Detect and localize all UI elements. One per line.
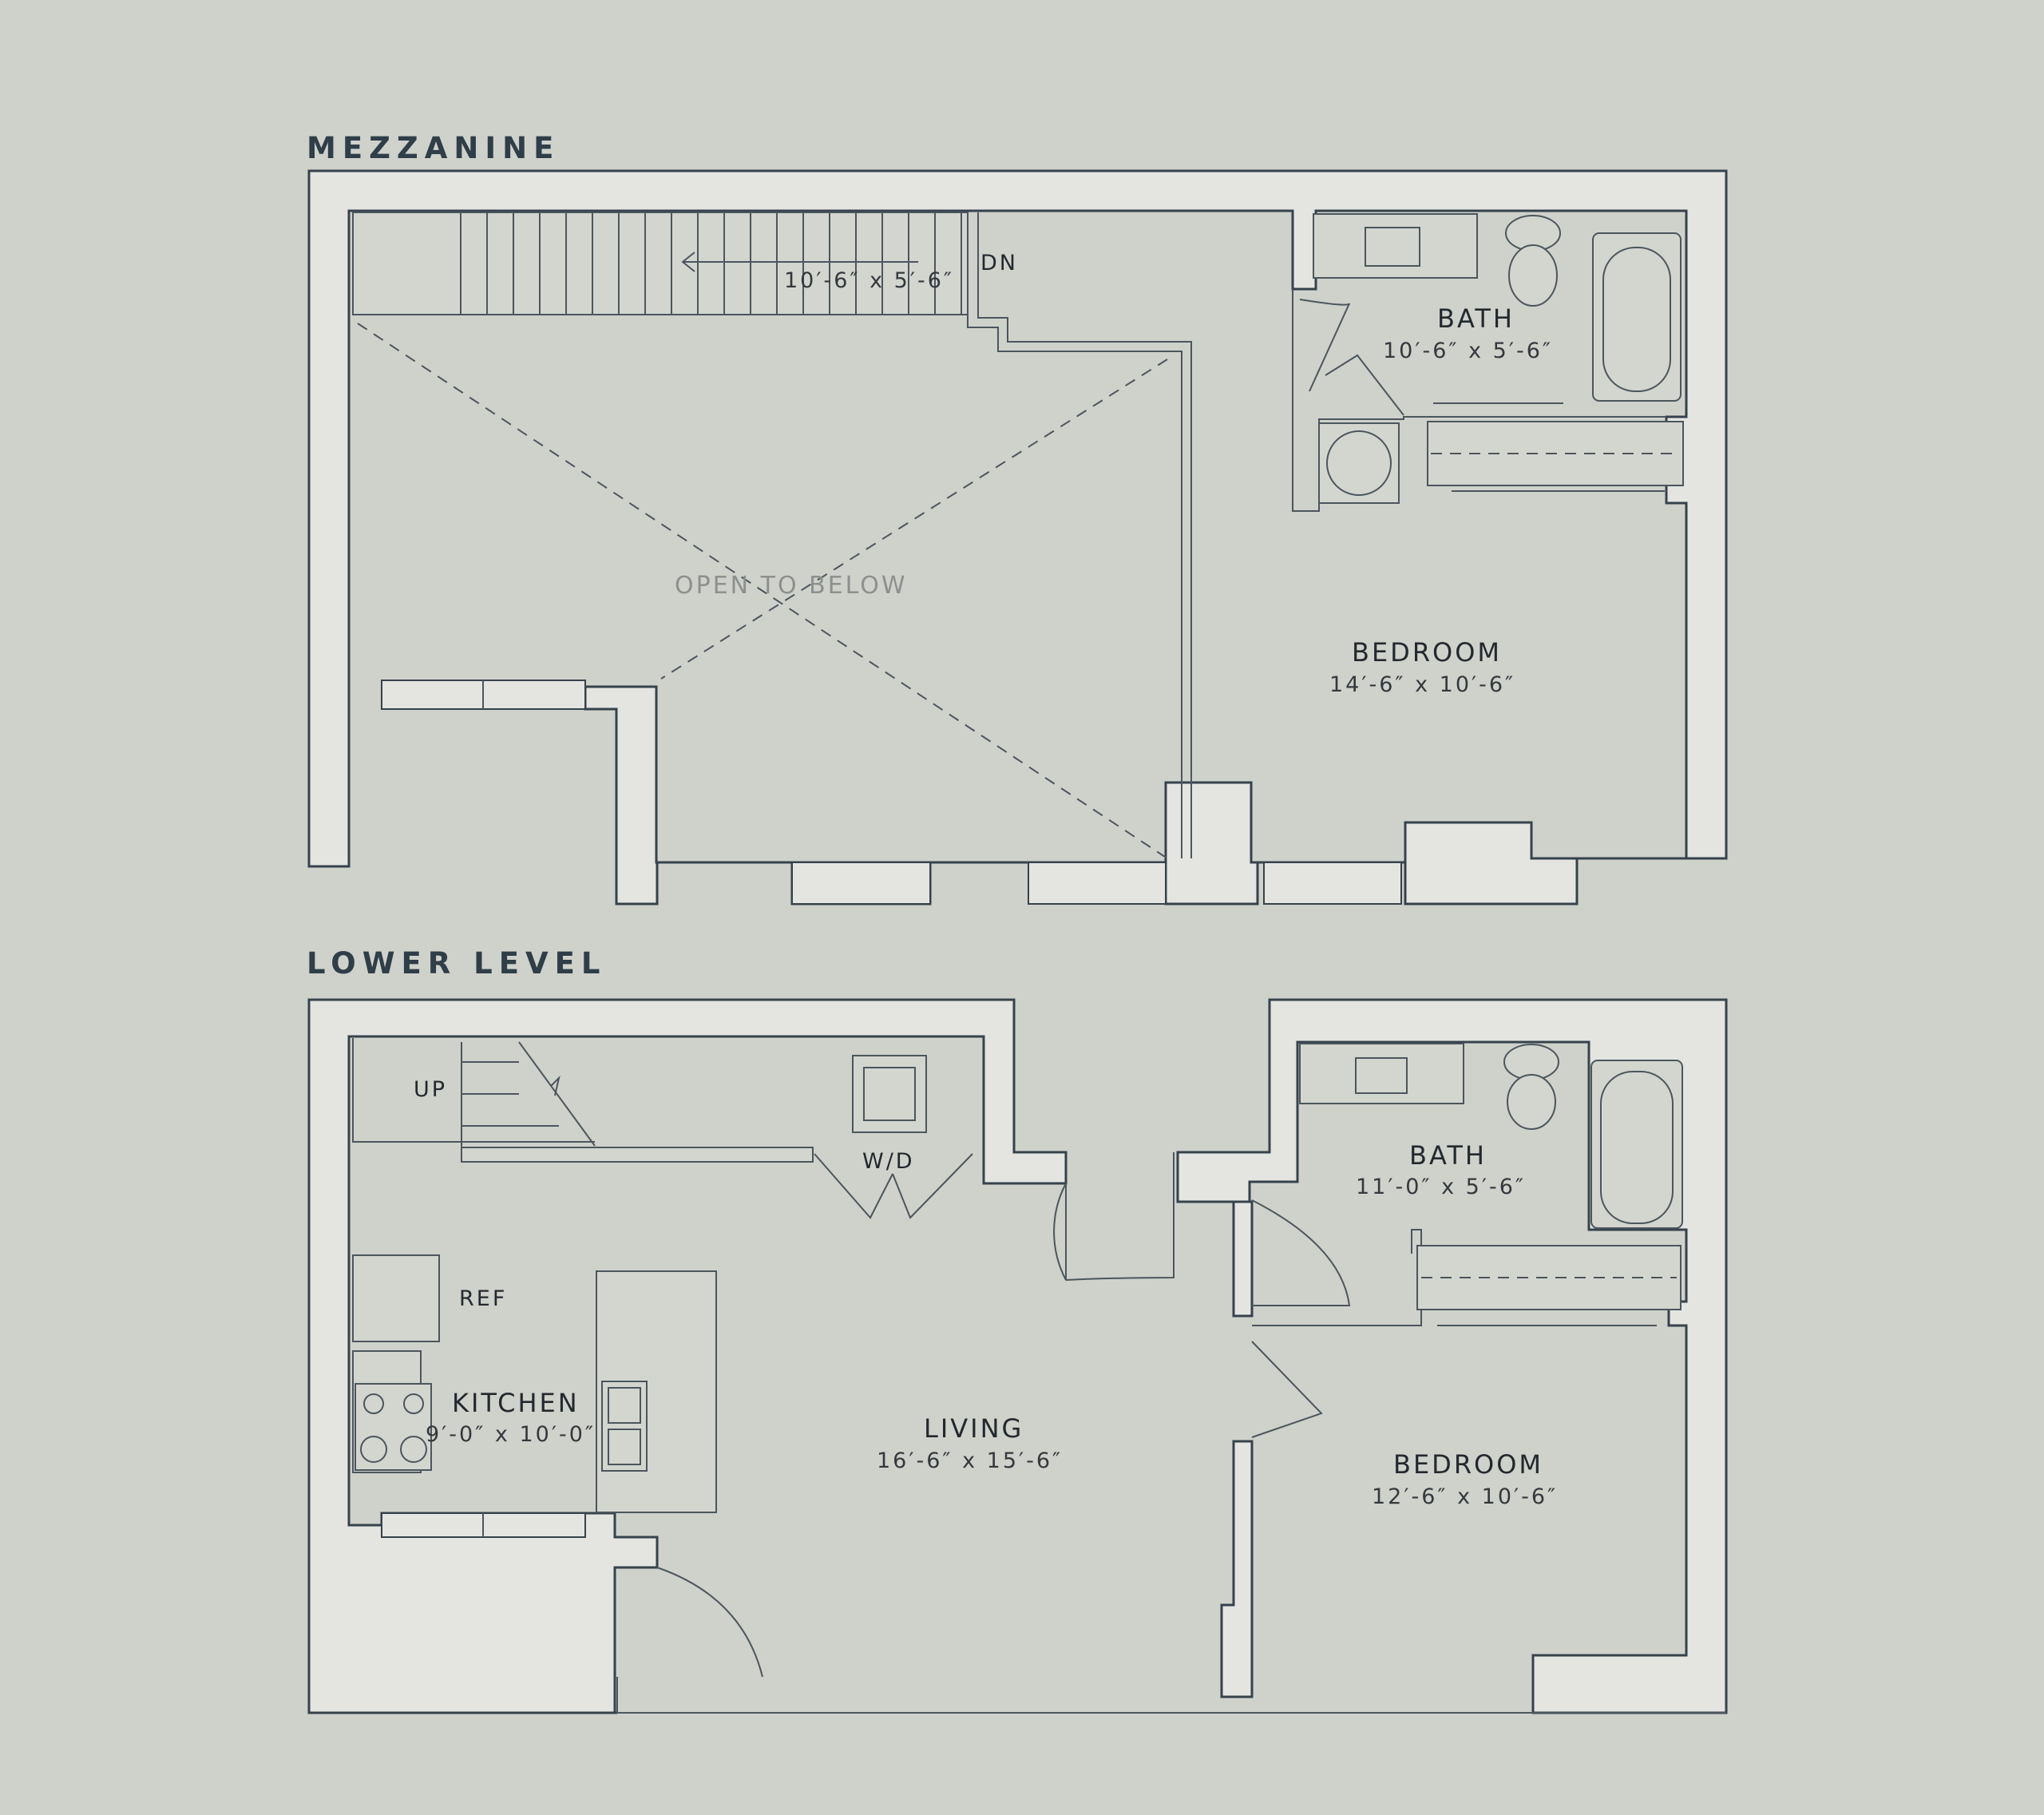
open-to-below-diagonal-2 [660, 359, 1168, 680]
mezzanine-bath-dim: 10′-6″ x 5′-6″ [1383, 339, 1553, 363]
mezzanine-outer-wall [307, 169, 1728, 906]
lower-level-title: LOWER LEVEL [307, 946, 607, 981]
kitchen-dim: 9′-0″ x 10′-0″ [426, 1422, 596, 1447]
toilet-icon [1507, 1074, 1556, 1130]
mezzanine-stair-label: DN [980, 251, 1018, 275]
open-to-below-diagonal-1 [357, 323, 1168, 859]
lower-bedroom-name: BEDROOM [1393, 1449, 1543, 1480]
kitchen-sink-icon [601, 1381, 648, 1472]
kitchen-name: KITCHEN [452, 1388, 580, 1418]
mezzanine-plan: MEZZANINE [307, 131, 1728, 906]
open-to-below-label: OPEN TO BELOW [675, 572, 908, 600]
mezzanine-title: MEZZANINE [307, 131, 560, 165]
wd-door-right [892, 1153, 973, 1219]
stove-icon [355, 1383, 432, 1471]
living-dim: 16′-6″ x 15′-6″ [877, 1448, 1063, 1473]
mezzanine-stair-dim: 10′-6″ x 5′-6″ [784, 268, 954, 293]
sink-icon [1355, 1057, 1408, 1094]
lower-bath-name: BATH [1409, 1140, 1487, 1171]
mezzanine-bath-fixtures [1299, 213, 1684, 504]
bedroom-door-swing [1251, 1341, 1323, 1438]
entry-door-swing [656, 1567, 763, 1678]
living-name: LIVING [924, 1413, 1024, 1444]
mezzanine-bath-name: BATH [1437, 303, 1515, 334]
mezzanine-window-1 [791, 862, 931, 905]
toilet-icon [1508, 244, 1558, 307]
mezzanine-window-2 [1028, 862, 1167, 905]
lower-level-plan: LOWER LEVEL UP W/D [307, 946, 1728, 1714]
lower-bath-fixtures [1299, 1043, 1683, 1326]
mezzanine-stairs [352, 212, 1192, 858]
mezzanine-bath-wall [1292, 289, 1666, 512]
lower-bedroom-dim: 12′-6″ x 10′-6″ [1372, 1484, 1558, 1509]
wd-label: W/D [862, 1149, 915, 1174]
lower-bottom-wall [616, 1677, 1726, 1714]
mezzanine-bedroom-name: BEDROOM [1352, 637, 1502, 668]
mezzanine-bedroom-dim: 14′-6″ x 10′-6″ [1329, 672, 1515, 697]
lower-bath-dim: 11′-0″ x 5′-6″ [1356, 1175, 1526, 1199]
lower-stair-label: UP [414, 1077, 447, 1102]
refrigerator-icon [352, 1254, 440, 1342]
mezzanine-window-3 [1263, 862, 1402, 905]
lower-divider-wall [1232, 1200, 1254, 1318]
lower-stairs [352, 1038, 814, 1163]
hall-door-swing [1053, 1152, 1175, 1281]
wd-door-left [814, 1153, 893, 1219]
bath-door-swing [1251, 1199, 1351, 1306]
sink-icon [1365, 227, 1420, 267]
ref-label: REF [459, 1286, 507, 1311]
lower-outer-wall-right [1176, 998, 1728, 1714]
